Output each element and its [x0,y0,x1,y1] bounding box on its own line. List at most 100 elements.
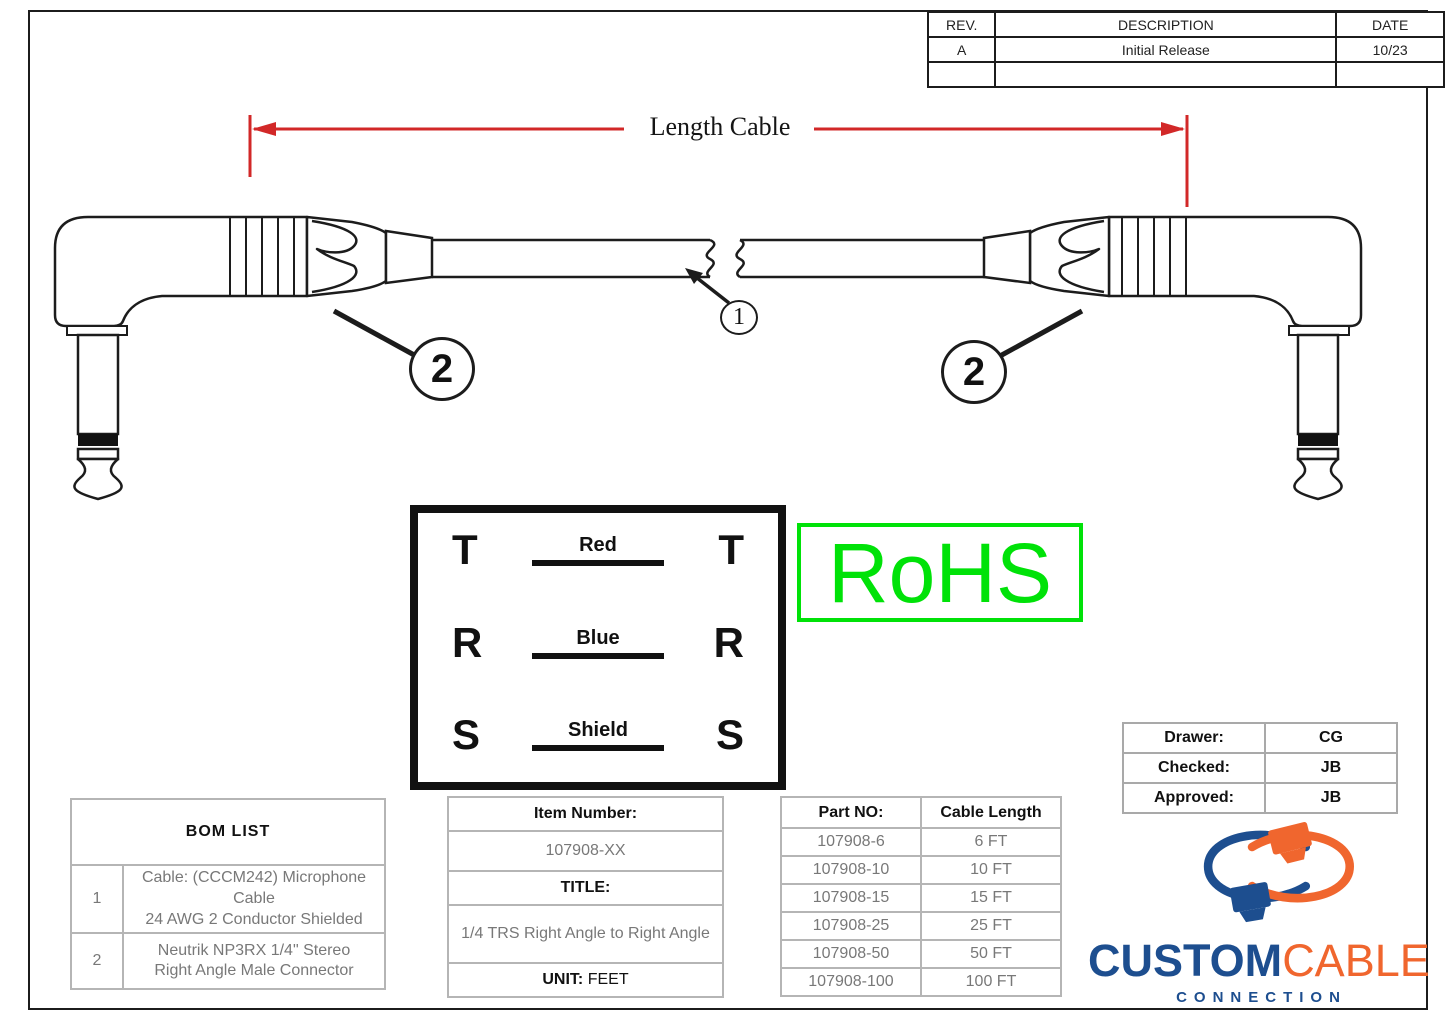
drawer-label: Drawer: [1122,722,1266,754]
cable-length-header: Cable Length [920,796,1062,829]
tip-right-label: T [718,526,744,573]
length-dimension [248,115,1189,207]
bom-item-2-number: 2 [70,932,124,991]
bom-item-1-line1: Cable: (CCCM242) Microphone Cable [141,869,367,907]
callout-2-right-connector: 2 [941,340,1007,404]
tip-wire-color: Red [579,534,617,556]
revision-table: REV. DESCRIPTION DATE A Initial Release … [926,11,1445,88]
approval-table: Drawer: CG Checked: JB Approved: JB [1122,722,1398,814]
infinity-cable-icon [1203,821,1354,923]
tip-left-label: T [452,526,478,573]
cable-run [432,238,985,279]
item-number-value: 107908-XX [447,830,724,872]
cable-length: 10 FT [920,855,1062,885]
date-empty [1335,61,1445,88]
rev-empty [926,61,997,88]
cable-length: 100 FT [920,967,1062,997]
checked-row: Checked: JB [1122,752,1398,784]
ring-wire-line [532,652,664,659]
checked-label: Checked: [1122,752,1266,784]
bom-item-1-description: Cable: (CCCM242) Microphone Cable 24 AWG… [122,863,386,935]
sleeve-wire-color: Shield [567,719,628,741]
sleeve-wire-row: S Shield S [452,714,744,756]
part-row-6ft: 107908-6 6 FT [780,827,1062,857]
bom-title-row: BOM LIST [70,798,386,866]
sleeve-wire-line [532,745,664,751]
part-row-10ft: 107908-10 10 FT [780,855,1062,885]
bom-item-1-number: 1 [70,863,124,935]
ring-right-label: R [713,618,744,666]
bom-row-1: 1 Cable: (CCCM242) Microphone Cable 24 A… [70,863,386,935]
part-row-25ft: 107908-25 25 FT [780,911,1062,941]
sleeve-right-label: S [715,711,744,758]
drawer-value: CG [1264,722,1398,754]
company-logo: CUSTOMCABLE CONNECTION [1088,812,1430,1006]
ring-left-label: R [452,618,483,666]
logo-connection-text: CONNECTION [1176,989,1347,1006]
rohs-badge: RoHS [797,523,1083,622]
callout-2-left-connector: 2 [409,337,475,401]
logo-cable-text: CABLE [1282,935,1430,986]
sleeve-left-label: S [452,711,481,758]
approved-row: Approved: JB [1122,782,1398,814]
rev-value: A [926,36,997,63]
revision-header-row: REV. DESCRIPTION DATE [926,11,1445,38]
part-no: 107908-15 [780,883,922,913]
revision-row-empty [926,61,1445,88]
callout-1-cable: 1 [720,300,758,335]
cable-length: 6 FT [920,827,1062,857]
bom-item-2-description: Neutrik NP3RX 1/4" Stereo Right Angle Ma… [122,932,386,991]
ring-wire-row: R Blue R [452,618,744,666]
revision-row-a: A Initial Release 10/23 [926,36,1445,63]
drawer-row: Drawer: CG [1122,722,1398,754]
part-no: 107908-10 [780,855,922,885]
part-no: 107908-25 [780,911,922,941]
callout-leaders [332,268,1084,359]
part-no: 107908-100 [780,967,922,997]
part-no-header: Part NO: [780,796,922,829]
description-header: DESCRIPTION [994,11,1338,38]
part-row-50ft: 107908-50 50 FT [780,939,1062,969]
cable-length: 50 FT [920,939,1062,969]
date-value: 10/23 [1335,36,1445,63]
rev-header: REV. [926,11,997,38]
trs-wiring-diagram: T Red T R Blue R S Shield S [410,505,786,790]
date-header: DATE [1335,11,1445,38]
approved-label: Approved: [1122,782,1266,814]
cable-length: 25 FT [920,911,1062,941]
title-label: TITLE: [447,870,724,906]
tip-wire-row: T Red T [452,529,744,571]
ring-wire-color: Blue [576,626,620,649]
left-right-angle-connector [53,215,434,501]
part-no: 107908-6 [780,827,922,857]
item-number-label: Item Number: [447,796,724,832]
description-empty [994,61,1338,88]
bom-list-title: BOM LIST [70,798,386,866]
part-number-table: Part NO: Cable Length 107908-6 6 FT 1079… [780,796,1062,997]
bom-item-2-line2: Right Angle Male Connector [154,962,354,980]
approved-value: JB [1264,782,1398,814]
bom-list-table: BOM LIST 1 Cable: (CCCM242) Microphone C… [70,798,386,991]
right-right-angle-connector [982,215,1363,501]
description-value: Initial Release [994,36,1338,63]
unit-label: UNIT: [542,971,584,988]
unit-cell: UNIT: FEET [447,962,724,998]
logo-wordmark: CUSTOMCABLE [1088,935,1430,986]
length-cable-label: Length Cable [649,112,791,141]
bom-item-1-line2: 24 AWG 2 Conductor Shielded [145,910,363,928]
tip-wire-line [532,560,664,566]
logo-custom-text: CUSTOM [1088,935,1283,986]
cable-length: 15 FT [920,883,1062,913]
title-value: 1/4 TRS Right Angle to Right Angle [447,904,724,964]
bom-item-2-line1: Neutrik NP3RX 1/4" Stereo [157,941,351,959]
part-row-15ft: 107908-15 15 FT [780,883,1062,913]
unit-value: FEET [583,971,629,988]
part-row-100ft: 107908-100 100 FT [780,967,1062,997]
bom-row-2: 2 Neutrik NP3RX 1/4" Stereo Right Angle … [70,932,386,991]
checked-value: JB [1264,752,1398,784]
drawing-border-frame [28,10,1428,1010]
part-table-header-row: Part NO: Cable Length [780,796,1062,829]
part-no: 107908-50 [780,939,922,969]
